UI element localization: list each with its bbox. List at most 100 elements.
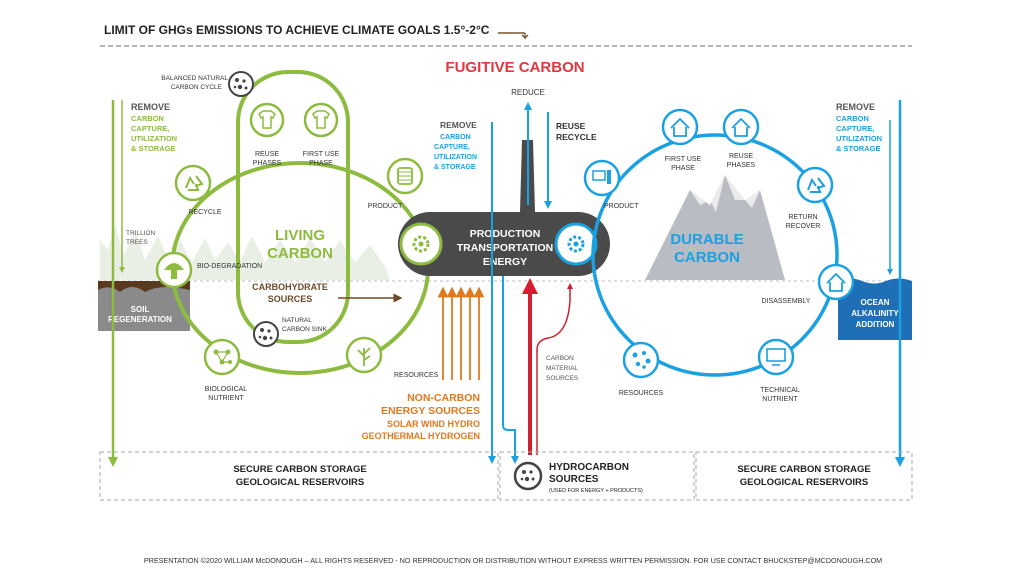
resources-label-left: RESOURCES bbox=[394, 372, 439, 379]
right-storage-box bbox=[695, 451, 913, 501]
label-center-non-carbon-0: NON-CARBON bbox=[407, 392, 480, 404]
dots-sink-icon bbox=[253, 321, 279, 347]
label-left-trillion-0: TRILLION bbox=[126, 230, 156, 237]
label-left-remove-sub-2: UTILIZATION bbox=[131, 134, 177, 143]
disassembly-label: DISASSEMBLY bbox=[762, 298, 811, 305]
label-center-non-carbon-sub-1: GEOTHERMAL HYDROGEN bbox=[362, 431, 480, 441]
balanced-label-2: CARBON CYCLE bbox=[171, 84, 223, 91]
label-center-production-2: ENERGY bbox=[483, 256, 527, 268]
computer-icon bbox=[757, 338, 795, 376]
production-pill bbox=[398, 212, 610, 276]
dots-resources-icon bbox=[622, 341, 660, 379]
label-center-remove-sub-2: UTILIZATION bbox=[434, 154, 477, 161]
label-right-reuse-phases-0: REUSE bbox=[729, 153, 753, 160]
label-left-natural-sink-0: NATURAL bbox=[282, 317, 312, 324]
house-disassembly-icon bbox=[817, 263, 855, 301]
recycle-icon bbox=[174, 164, 212, 202]
recycle-label-left: RECYCLE bbox=[188, 209, 221, 216]
mountain-background bbox=[645, 175, 785, 280]
soil-label-2: REGENERATION bbox=[108, 315, 172, 324]
label-left-first-use-0: FIRST USE bbox=[303, 151, 340, 158]
label-left-reuse-phases-0: REUSE bbox=[255, 151, 279, 158]
right-remove-label: REMOVE bbox=[836, 102, 875, 112]
label-left-first-use-1: PHASE bbox=[309, 160, 333, 167]
label-center-production-1: TRANSPORTATION bbox=[457, 242, 553, 254]
footer-copyright: PRESENTATION ©2020 WILLIAM McDONOUGH – A… bbox=[144, 556, 882, 565]
label-left-storage-1: GEOLOGICAL RESERVOIRS bbox=[236, 477, 364, 488]
label-right-remove-sub-0: CARBON bbox=[836, 114, 869, 123]
label-right-storage-1: GEOLOGICAL RESERVOIRS bbox=[740, 477, 868, 488]
label-center-carbon-material-2: SOURCES bbox=[546, 375, 579, 382]
label-left-remove-sub-3: & STORAGE bbox=[131, 144, 175, 153]
label-center-recycle: RECYCLE bbox=[556, 132, 597, 142]
hydrocarbon-box bbox=[499, 451, 695, 501]
label-center-remove: REMOVE bbox=[440, 120, 477, 130]
reduce-label: REDUCE bbox=[511, 88, 545, 97]
house-first-use-icon bbox=[661, 108, 699, 146]
dots-balanced-icon bbox=[228, 71, 254, 97]
label-center-reuse: REUSE bbox=[556, 121, 586, 131]
molecule-icon bbox=[203, 338, 241, 376]
label-center-hydrocarbon-0: HYDROCARBON bbox=[549, 462, 629, 473]
mushroom-icon bbox=[155, 251, 193, 289]
product-label-left: PRODUCT bbox=[368, 203, 403, 210]
label-right-tech-nutrient-1: NUTRIENT bbox=[762, 396, 798, 403]
label-left-trillion-1: TREES bbox=[126, 239, 148, 246]
label-right-return-recover-0: RETURN bbox=[788, 214, 817, 221]
label-left-remove-sub-1: CAPTURE, bbox=[131, 124, 169, 133]
durable-carbon-cycle bbox=[591, 133, 839, 377]
label-right-ocean-1: ALKALINITY bbox=[851, 309, 899, 318]
recycle-icon bbox=[796, 166, 834, 204]
label-right-reuse-phases-1: PHASES bbox=[727, 162, 756, 169]
label-right-tech-nutrient-0: TECHNICAL bbox=[760, 387, 800, 394]
label-left-remove-sub-0: CARBON bbox=[131, 114, 164, 123]
plant-icon bbox=[345, 336, 383, 374]
dots-hydrocarbon-icon bbox=[513, 461, 543, 491]
label-center-non-carbon-sub-0: SOLAR WIND HYDRO bbox=[387, 419, 480, 429]
balanced-cycle-loop bbox=[236, 70, 350, 344]
fugitive-carbon-title: FUGITIVE CARBON bbox=[445, 59, 584, 76]
label-left-carbohydrate-0: CARBOHYDRATE bbox=[252, 282, 328, 292]
house-reuse-icon bbox=[722, 108, 760, 146]
label-center-carbon-material-0: CARBON bbox=[546, 355, 574, 362]
label-left-carbohydrate-1: SOURCES bbox=[268, 294, 313, 304]
carbon-material-arrow bbox=[536, 283, 573, 455]
label-center-remove-sub-1: CAPTURE, bbox=[434, 144, 470, 151]
label-center-carbon-material-1: MATERIAL bbox=[546, 365, 578, 372]
label-left-bio-nutrient-1: NUTRIENT bbox=[208, 395, 244, 402]
label-right-ocean-0: OCEAN bbox=[861, 298, 890, 307]
header-arrow bbox=[498, 32, 529, 40]
label-left-reuse-phases-1: PHASES bbox=[253, 160, 282, 167]
label-center-non-carbon-1: ENERGY SOURCES bbox=[381, 405, 480, 417]
product-devices-icon bbox=[583, 159, 621, 197]
label-center-production-0: PRODUCTION bbox=[470, 228, 541, 240]
biodegradation-label: BIO-DEGRADATION bbox=[197, 263, 262, 270]
label-left-natural-sink-1: CARBON SINK bbox=[282, 326, 327, 333]
label-right-remove-sub-2: UTILIZATION bbox=[836, 134, 882, 143]
gear-icon bbox=[399, 222, 443, 266]
label-center-hydrocarbon-sub: (USED FOR ENERGY + PRODUCTS) bbox=[549, 488, 643, 494]
living-carbon-label-2: CARBON bbox=[267, 245, 333, 262]
label-center-remove-sub-3: & STORAGE bbox=[434, 164, 476, 171]
left-storage-box bbox=[99, 451, 499, 501]
tshirt-reuse-icon bbox=[249, 102, 285, 138]
label-left-storage-0: SECURE CARBON STORAGE bbox=[233, 464, 366, 475]
tshirt-first-use-icon bbox=[303, 102, 339, 138]
header-title: LIMIT OF GHGs EMISSIONS TO ACHIEVE CLIMA… bbox=[104, 23, 490, 37]
gear-icon bbox=[554, 222, 598, 266]
ocean-alkalinity-block: OCEAN ALKALINITY ADDITION bbox=[838, 278, 912, 340]
label-left-bio-nutrient-0: BIOLOGICAL bbox=[205, 386, 248, 393]
label-right-first-use-0: FIRST USE bbox=[665, 156, 702, 163]
non-carbon-arrows bbox=[437, 286, 485, 380]
product-label-right: PRODUCT bbox=[604, 203, 639, 210]
product-spool-icon bbox=[386, 157, 424, 195]
resources-label-right: RESOURCES bbox=[619, 390, 664, 397]
label-right-return-recover-1: RECOVER bbox=[786, 223, 821, 230]
durable-carbon-label-2: CARBON bbox=[674, 249, 740, 266]
label-right-remove-sub-1: CAPTURE, bbox=[836, 124, 874, 133]
label-center-remove-sub-0: CARBON bbox=[440, 134, 471, 141]
left-remove-label: REMOVE bbox=[131, 102, 170, 112]
durable-carbon-label-1: DURABLE bbox=[670, 231, 743, 248]
label-right-remove-sub-3: & STORAGE bbox=[836, 144, 880, 153]
